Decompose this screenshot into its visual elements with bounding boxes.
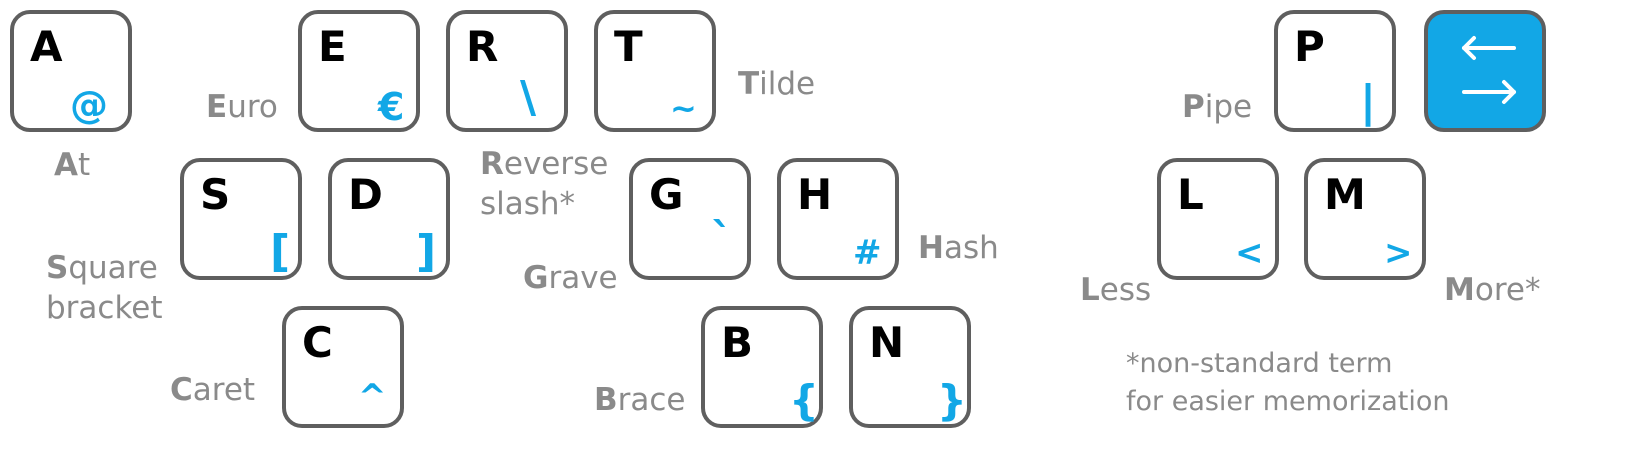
key-h: H # [777,158,899,280]
switch-key [1424,10,1546,132]
label-initial: A [54,147,78,183]
key-n: N } [849,306,971,428]
label-line2: bracket [46,290,163,327]
label-tilde: Tilde [738,64,815,104]
label-reverse-slash: Reverse slash* [480,144,608,225]
key-letter: A [30,22,63,71]
label-hash: Hash [918,228,999,268]
label-rest: race [617,382,686,418]
label-at: At [54,145,90,185]
key-symbol: ^ [358,377,387,417]
key-symbol: @ [70,83,108,127]
key-symbol: ` [711,214,733,265]
label-rest: t [78,147,91,183]
label-pipe: Pipe [1182,87,1252,127]
label-initial: M [1444,272,1475,308]
label-rest: ess [1099,272,1152,308]
key-letter: P [1294,22,1325,71]
key-symbol: < [1235,233,1264,273]
label-rest: ore* [1474,272,1541,308]
left-right-arrows-icon [1462,36,1516,104]
key-letter: G [649,170,684,219]
key-symbol: ~ [670,89,697,127]
key-letter: H [797,170,833,219]
label-rest: ipe [1204,89,1253,125]
label-rest: rave [548,260,618,296]
key-letter: L [1177,170,1204,219]
key-letter: N [869,318,905,367]
footnote-line2: for easier memorization [1126,386,1450,418]
label-initial: S [46,250,69,286]
key-r: R \ [446,10,568,132]
label-rest: ilde [759,66,816,102]
key-letter: T [614,22,643,71]
label-initial: H [918,230,944,266]
key-p: P | [1274,10,1396,132]
label-initial: R [480,146,504,182]
key-symbol: [ [270,226,291,277]
label-rest: ash [943,230,999,266]
key-e: E € [298,10,420,132]
label-grave: Grave [523,258,618,298]
key-symbol: { [789,376,819,425]
label-initial: T [738,66,760,102]
key-letter: M [1324,170,1366,219]
key-letter: E [318,22,347,71]
label-rest: quare [68,250,158,286]
key-t: T ~ [594,10,716,132]
key-l: L < [1157,158,1279,280]
key-g: G ` [629,158,751,280]
key-symbol: € [378,85,405,129]
key-letter: S [200,170,231,219]
label-initial: P [1182,89,1205,125]
key-m: M > [1304,158,1426,280]
key-symbol: > [1384,233,1413,273]
label-initial: E [206,89,228,125]
label-rest: aret [192,372,256,408]
key-symbol: \ [520,72,537,123]
key-letter: R [466,22,499,71]
key-b: B { [701,306,823,428]
label-line2: slash* [480,186,576,223]
footnote-line1: *non-standard term [1126,348,1393,379]
label-brace: Brace [594,380,686,420]
label-initial: B [594,382,618,418]
footnote: *non-standard term for easier memorizati… [1126,345,1450,422]
key-d: D ] [328,158,450,280]
label-square-bracket: Square bracket [46,248,163,329]
label-more: More* [1444,270,1540,310]
key-letter: D [348,170,383,219]
key-symbol: } [937,376,967,425]
key-c: C ^ [282,306,404,428]
label-rest: uro [227,89,278,125]
label-caret: Caret [170,370,255,410]
key-symbol: # [853,233,882,273]
label-less: Less [1080,270,1151,310]
label-initial: C [170,372,193,408]
label-initial: L [1080,272,1100,308]
key-letter: B [721,318,754,367]
key-symbol: ] [416,226,437,277]
key-s: S [ [180,158,302,280]
key-symbol: | [1360,76,1377,127]
key-a: A @ [10,10,132,132]
label-initial: G [523,260,549,296]
label-rest: everse [503,146,609,182]
key-letter: C [302,318,333,367]
label-euro: Euro [206,87,278,127]
